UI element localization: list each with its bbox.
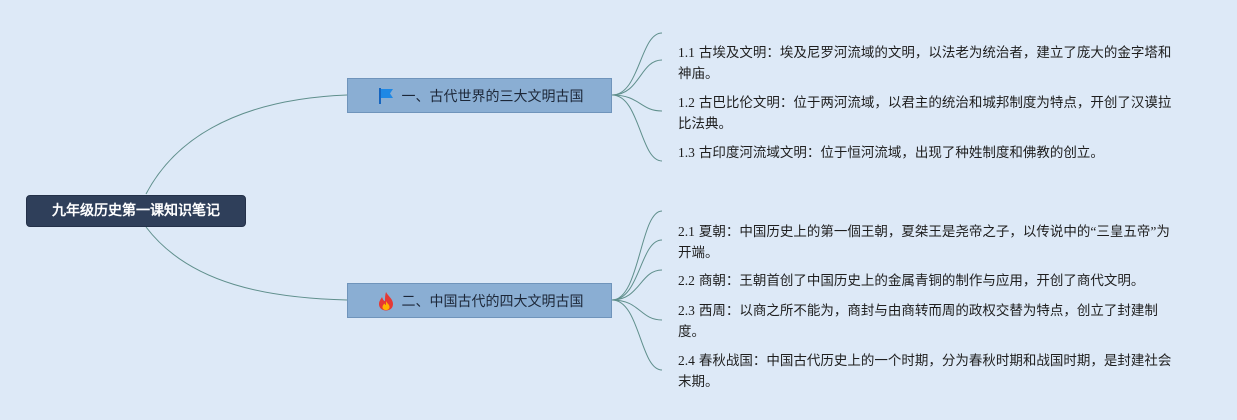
branch-label: 二、中国古代的四大文明古国 — [401, 293, 584, 310]
fire-icon — [376, 291, 396, 311]
leaf-number: 2.2 — [678, 273, 695, 288]
leaf-text: 古印度河流域文明：位于恒河流域，出现了种姓制度和佛教的创立。 — [698, 145, 1104, 160]
connector-branch-2-leaf-4 — [611, 299, 663, 371]
connector-branch-2-leaf-1 — [611, 239, 663, 301]
root-label: 九年级历史第一课知识笔记 — [52, 203, 220, 219]
leaf-number: 2.4 — [678, 353, 695, 368]
root-node[interactable]: 九年级历史第一课知识笔记 — [26, 195, 246, 227]
leaf-number: 1.2 — [678, 95, 695, 110]
connector-branch-1-leaf-3 — [611, 94, 663, 162]
leaf-text: 古埃及文明：埃及尼罗河流域的文明，以法老为统治者，建立了庞大的金字塔和神庙。 — [678, 45, 1172, 81]
leaf-text: 商朝：王朝首创了中国历史上的金属青铜的制作与应用，开创了商代文明。 — [698, 273, 1145, 288]
connector-branch-2-leaf-2 — [611, 269, 663, 301]
leaf-text: 西周：以商之所不能为，商封与由商转而周的政权交替为特点，创立了封建制度。 — [678, 303, 1158, 339]
leaf-text: 春秋战国：中国古代历史上的一个时期，分为春秋时期和战国时期，是封建社会末期。 — [678, 353, 1172, 389]
connector-root-branch-2 — [145, 226, 348, 301]
leaf-number: 1.1 — [678, 45, 695, 60]
connector-branch-2-leaf-3 — [611, 299, 663, 321]
connector-branch-2-leaf-1 — [611, 210, 663, 301]
leaf-text: 夏朝：中国历史上的第一個王朝，夏桀王是尧帝之子，以传说中的“三皇五帝”为开端。 — [678, 224, 1170, 260]
connector-root-branch-1 — [145, 94, 348, 195]
branch-node-chinese-civilizations[interactable]: 二、中国古代的四大文明古国 — [347, 283, 612, 318]
leaf-number: 1.3 — [678, 145, 695, 160]
branch-label: 一、古代世界的三大文明古国 — [401, 88, 584, 105]
leaf-number: 2.1 — [678, 224, 695, 239]
leaf-text: 古巴比伦文明：位于两河流域，以君主的统治和城邦制度为特点，开创了汉谟拉比法典。 — [678, 95, 1172, 131]
connector-branch-1-leaf-1 — [611, 59, 663, 96]
blue-flag-icon — [376, 86, 396, 106]
connector-branch-1-leaf-1 — [611, 32, 663, 96]
connector-branch-1-leaf-2 — [611, 94, 663, 112]
leaf-number: 2.3 — [678, 303, 695, 318]
branch-node-ancient-civilizations[interactable]: 一、古代世界的三大文明古国 — [347, 78, 612, 113]
